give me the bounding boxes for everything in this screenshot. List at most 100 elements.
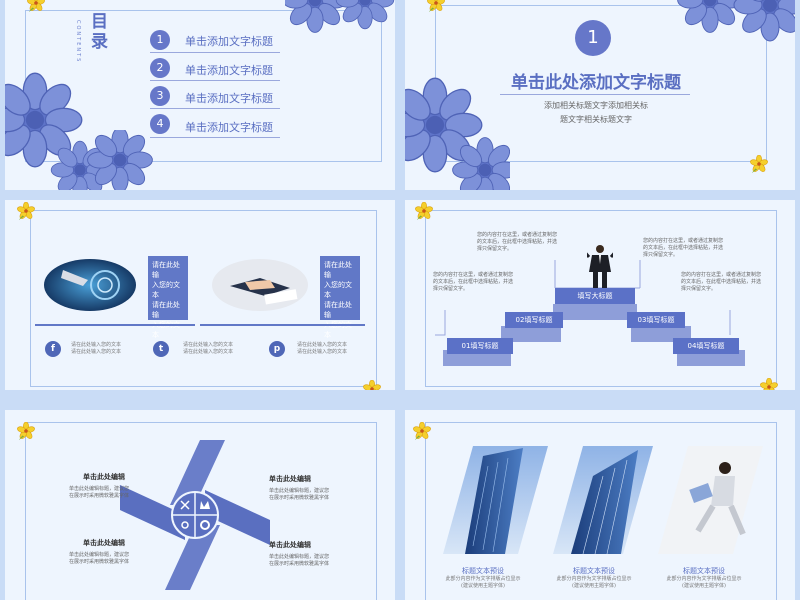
- step-description: 您的内容打在这里，或者通过复制您的文本后，在此框中选择粘贴，并选择只保留文字。: [433, 272, 514, 292]
- photo-caption-text: (建议使用主题字体): [461, 583, 505, 589]
- social-text: 请在此处输入您的文本 请在此处输入您的文本: [183, 342, 243, 356]
- toc-subtitle: CONTENTS: [75, 20, 81, 64]
- step-shade: [677, 350, 745, 366]
- social-text-line: 请在此处输入您的文本: [183, 342, 234, 348]
- step-shade: [443, 350, 511, 366]
- text-box: 请在此处输 入您的文本 请在此处输 入您的文本: [320, 256, 360, 339]
- blue-flower-decoration: [405, 77, 510, 190]
- pinwheel-heading[interactable]: 单击此处编辑: [83, 539, 125, 547]
- slide-frame: [425, 210, 777, 387]
- section-subtitle-line: 题文字相关标题文字: [560, 115, 632, 124]
- step-02-label[interactable]: 02填写标题: [505, 312, 563, 328]
- social-text: 请在此处输入您的文本 请在此处输入您的文本: [297, 342, 357, 356]
- photo-caption-text: 此部分内容作为文字排版占位显示: [445, 576, 521, 582]
- slide-frame: [425, 422, 777, 600]
- yellow-flower-icon: [17, 202, 35, 220]
- slide-pinwheel[interactable]: 单击此处编辑 单击此处编辑标题，建议您在展示时采用微软雅黑字体 单击此处编辑 单…: [5, 410, 395, 600]
- photo-caption-text: 此部分内容作为文字排版占位显示: [556, 576, 632, 582]
- toc-title: 目录: [91, 12, 108, 52]
- divider-line: [35, 324, 195, 326]
- text-box-line: 请在此处输: [324, 301, 352, 319]
- toc-divider: [150, 108, 280, 109]
- pinwheel-text: 单击此处编辑标题，建议您在展示时采用微软雅黑字体: [68, 486, 129, 499]
- social-text-line: 请在此处输入您的文本: [183, 349, 234, 355]
- photo-caption-title[interactable]: 标题文本预设: [573, 567, 615, 575]
- toc-item-label[interactable]: 单击添加文字标题: [185, 64, 273, 77]
- photo-caption-text: (建议使用主题字体): [682, 583, 726, 589]
- yellow-flower-icon: [427, 0, 445, 12]
- text-box-line: 入您的文本: [324, 321, 352, 339]
- pinwheel-text: 单击此处编辑标题，建议您在展示时采用微软雅黑字体: [68, 552, 129, 565]
- photo-caption-title[interactable]: 标题文本预设: [683, 567, 725, 575]
- text-box-line: 请在此处输: [152, 301, 180, 319]
- yellow-flower-icon: [27, 0, 45, 12]
- step-shade: [501, 326, 561, 342]
- pinwheel-heading[interactable]: 单击此处编辑: [269, 541, 311, 549]
- slide-section[interactable]: 1 单击此处添加文字标题 添加相关标题文字添加相关标 题文字相关标题文字: [405, 0, 795, 190]
- twitter-icon[interactable]: t: [153, 341, 169, 357]
- pinwheel-text: 单击此处编辑标题，建议您在展示时采用微软雅黑字体: [269, 488, 330, 501]
- handshake-image: [212, 259, 308, 311]
- toc-divider: [150, 80, 280, 81]
- step-description: 您的内容打在这里，或者通过复制您的文本后，在此框中选择粘贴，并选择只保留文字。: [681, 272, 762, 292]
- step-04-label[interactable]: 04填写标题: [673, 338, 739, 354]
- slide-images[interactable]: 请在此处输 入您的文本 请在此处输 入您的文本 请在此处输 入您的文本 请在此处…: [5, 200, 395, 390]
- facebook-icon[interactable]: f: [45, 341, 61, 357]
- businessman-jumping-photo: [658, 446, 763, 554]
- photo-strip: [443, 446, 763, 555]
- toc-item-label[interactable]: 单击添加文字标题: [185, 35, 273, 48]
- toc-number: 4: [150, 114, 170, 134]
- slide-steps[interactable]: 您的内容打在这里，或者通过复制您的文本后，在此框中选择粘贴，并选择只保留文字。 …: [405, 200, 795, 390]
- toc-number: 1: [150, 30, 170, 50]
- pinwheel-text: 单击此处编辑标题，建议您在展示时采用微软雅黑字体: [269, 554, 330, 567]
- text-box: 请在此处输 入您的文本 请在此处输 入您的文本: [148, 256, 188, 339]
- pinwheel-blade: [165, 525, 220, 590]
- step-03-label[interactable]: 03填写标题: [627, 312, 685, 328]
- toc-divider: [150, 137, 280, 138]
- photo-caption-title[interactable]: 标题文本预设: [462, 567, 504, 575]
- text-box-line: 入您的文本: [152, 281, 180, 299]
- blue-flower-decoration: [677, 0, 795, 42]
- pinwheel-heading[interactable]: 单击此处编辑: [269, 475, 311, 483]
- step-top-label[interactable]: 填写大标题: [555, 288, 635, 304]
- social-text-line: 请在此处输入您的文本: [71, 349, 122, 355]
- slide-frame: [25, 422, 377, 600]
- yellow-flower-icon: [413, 422, 431, 440]
- building-photo: [443, 446, 548, 554]
- social-text-line: 请在此处输入您的文本: [297, 349, 348, 355]
- pinwheel-diagram: [120, 440, 270, 590]
- toc-number: 3: [150, 86, 170, 106]
- blue-flower-decoration: [285, 0, 395, 33]
- divider-line: [200, 324, 365, 326]
- step-01-label[interactable]: 01填写标题: [447, 338, 513, 354]
- text-box-line: 入您的文本: [152, 321, 180, 339]
- photo-caption-text: 此部分内容作为文字排版占位显示: [666, 576, 742, 582]
- pinwheel-blade: [170, 440, 225, 505]
- section-number: 1: [575, 20, 611, 56]
- slide-frame: [30, 210, 377, 387]
- toc-item-label[interactable]: 单击添加文字标题: [185, 121, 273, 134]
- social-text-line: 请在此处输入您的文本: [71, 342, 122, 348]
- social-text: 请在此处输入您的文本 请在此处输入您的文本: [71, 342, 131, 356]
- toc-item-label[interactable]: 单击添加文字标题: [185, 92, 273, 105]
- skyscraper-photo: [553, 446, 653, 555]
- slide-photos[interactable]: 标题文本预设 此部分内容作为文字排版占位显示 (建议使用主题字体) 标题文本预设…: [405, 410, 795, 600]
- blue-flower-decoration: [87, 130, 153, 190]
- tech-hand-image: [44, 259, 136, 311]
- yellow-flower-icon: [750, 155, 768, 173]
- toc-number: 2: [150, 58, 170, 78]
- yellow-flower-icon: [415, 202, 433, 220]
- pinwheel-heading[interactable]: 单击此处编辑: [83, 473, 125, 481]
- step-description: 您的内容打在这里，或者通过复制您的文本后，在此框中选择粘贴，并选择只保留文字。: [477, 232, 558, 252]
- pinwheel-blade: [120, 485, 185, 540]
- pinwheel-blade: [205, 490, 270, 545]
- pinterest-icon[interactable]: p: [269, 341, 285, 357]
- text-box-line: 入您的文本: [324, 281, 352, 299]
- yellow-flower-icon: [363, 380, 381, 390]
- section-title[interactable]: 单击此处添加文字标题: [511, 73, 681, 93]
- section-divider: [500, 94, 690, 95]
- section-subtitle-line: 添加相关标题文字添加相关标: [544, 101, 648, 110]
- step-description: 您的内容打在这里，或者通过复制您的文本后，在此框中选择粘贴，并选择只保留文字。: [643, 238, 724, 258]
- slide-toc[interactable]: 目录 CONTENTS 1 单击添加文字标题 2 单击添加文字标题 3 单击添加…: [5, 0, 395, 190]
- step-shade: [553, 304, 637, 320]
